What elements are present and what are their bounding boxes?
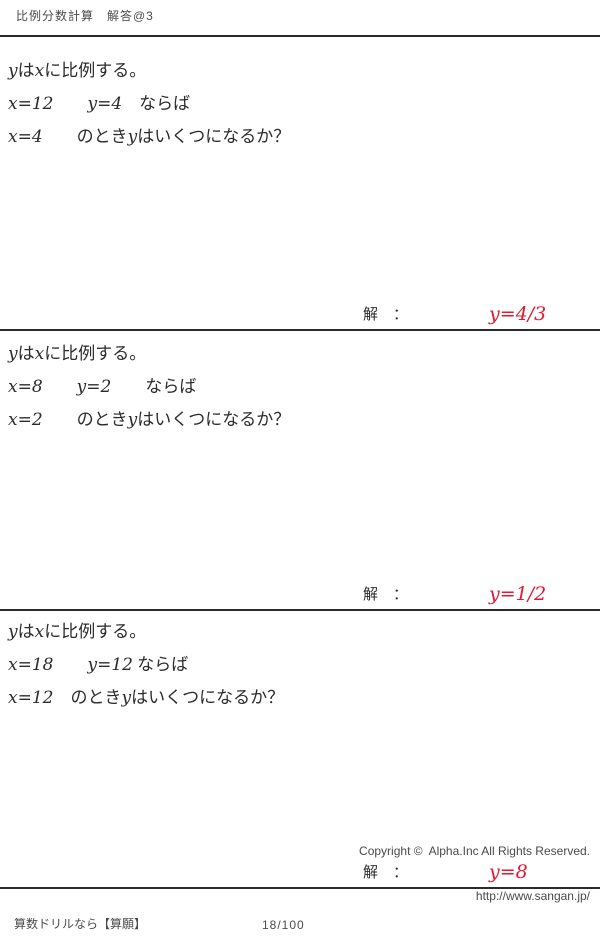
math-segment: y (8, 344, 18, 364)
math-segment: y (8, 622, 18, 642)
math-segment: x=12 (8, 688, 54, 708)
page-number: 18/100 (262, 918, 305, 932)
text-segment: は (17, 344, 35, 363)
spacer (53, 688, 70, 707)
spacer (122, 94, 139, 113)
answer-label: 解 ： (363, 587, 409, 603)
problem-3-given: x=18 y=12 ならば (8, 648, 600, 681)
math-segment: x=4 (8, 127, 43, 147)
math-segment: x=18 (8, 655, 54, 675)
text-segment: のとき (70, 688, 122, 707)
problem-1-question: x=4 のときyはいくつになるか？ (8, 120, 600, 153)
text-segment: は (17, 61, 35, 80)
problem-3-statement: yはxに比例する。 (8, 615, 600, 648)
text-segment: は (17, 622, 35, 641)
text-segment: に比例する。 (44, 622, 147, 641)
footer-site-name: 算数ドリルなら【算願】 (14, 917, 147, 931)
problem-2-statement: yはxに比例する。 (8, 337, 600, 370)
math-segment: x=12 (8, 94, 54, 114)
spacer (53, 94, 87, 113)
text-segment: に比例する。 (44, 61, 147, 80)
spacer (53, 655, 87, 674)
problem-2-given: x=8 y=2 ならば (8, 370, 600, 403)
problem-1-given: x=12 y=4 ならば (8, 87, 600, 120)
answer-label: 解 ： (363, 307, 409, 323)
text-segment: ならば (139, 94, 191, 113)
text-segment: ならば (137, 655, 189, 674)
text-segment: はいくつになるか？ (131, 688, 285, 707)
text-segment: はいくつになるか？ (137, 410, 291, 429)
spacer (111, 377, 145, 396)
math-segment: x (34, 61, 45, 81)
spacer (43, 377, 77, 396)
text-segment: に比例する。 (44, 344, 147, 363)
page-header: 比例分数計算 解答@3 (0, 0, 600, 37)
problem-3: yはxに比例する。 x=18 y=12 ならば x=12 のときyはいくつになる… (0, 611, 600, 889)
footer-legal: Copyright © Alpha.Inc All Rights Reserve… (359, 814, 590, 934)
math-segment: y=4 (87, 94, 123, 114)
page-footer: 算数ドリルなら【算願】 18/100 Copyright © Alpha.Inc… (0, 844, 600, 939)
answer-label: 解 ： (363, 865, 409, 881)
math-segment: x=2 (8, 410, 43, 430)
spacer (43, 127, 77, 146)
problem-2-question: x=2 のときyはいくつになるか？ (8, 403, 600, 436)
math-segment: y (8, 61, 18, 81)
math-segment: y=2 (76, 377, 112, 397)
text-segment: のとき (76, 127, 128, 146)
math-segment: x=8 (8, 377, 43, 397)
math-segment: y (127, 410, 138, 430)
problem-2: yはxに比例する。 x=8 y=2 ならば x=2 のときyはいくつになるか？ … (0, 331, 600, 611)
site-url: http://www.sangan.jp/ (475, 889, 590, 903)
math-segment: y (127, 127, 138, 147)
problem-1-statement: yはxに比例する。 (8, 54, 600, 87)
problem-3-question: x=12 のときyはいくつになるか？ (8, 681, 600, 714)
math-segment: y (121, 688, 132, 708)
math-segment: x (34, 622, 45, 642)
spacer (43, 410, 77, 429)
answer-value: y=8 (489, 861, 528, 883)
page-title: 比例分数計算 解答@3 (16, 9, 154, 23)
math-segment: x (34, 344, 45, 364)
answer-value: y=1/2 (489, 583, 547, 605)
answer-value: y=4/3 (489, 303, 547, 325)
text-segment: のとき (76, 410, 128, 429)
copyright-text: Copyright © Alpha.Inc All Rights Reserve… (359, 844, 590, 858)
text-segment: ならば (145, 377, 197, 396)
problem-1: yはxに比例する。 x=12 y=4 ならば x=4 のときyはいくつになるか？… (0, 37, 600, 331)
text-segment: はいくつになるか？ (137, 127, 291, 146)
math-segment: y=12 (87, 655, 133, 675)
